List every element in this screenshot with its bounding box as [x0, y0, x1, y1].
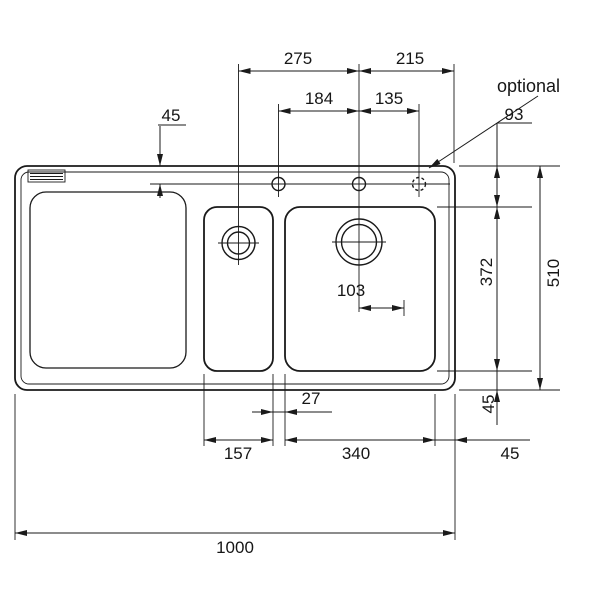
sink-rim-inner — [20, 171, 450, 385]
drainboard — [29, 191, 187, 369]
dimension-45-top: 45 — [157, 106, 186, 198]
dim-label-215: 215 — [396, 49, 424, 68]
dim-label-372: 372 — [477, 258, 496, 286]
extension-lines — [14, 64, 560, 540]
dim-label-275: 275 — [284, 49, 312, 68]
dimension-93: 93 — [494, 105, 532, 207]
dim-label-45-side: 45 — [501, 444, 520, 463]
optional-callout: optional — [428, 76, 560, 169]
optional-leader-line — [428, 95, 539, 169]
dim-label-93: 93 — [505, 105, 524, 124]
dim-label-1000: 1000 — [216, 538, 254, 557]
dim-label-184: 184 — [305, 89, 333, 108]
dim-label-135: 135 — [375, 89, 403, 108]
dim-label-103: 103 — [337, 281, 365, 300]
optional-label: optional — [497, 76, 560, 96]
dimension-45-side: 45 — [435, 437, 530, 463]
dimension-215: 215 — [359, 49, 454, 74]
dimension-157: 157 — [204, 437, 273, 463]
dimension-27: 27 — [252, 389, 332, 415]
dimension-45-front: 45 — [479, 371, 500, 425]
dimension-184: 184 — [278, 89, 359, 114]
dimension-135: 135 — [359, 89, 419, 114]
franke-logo — [27, 169, 66, 183]
large-bowl — [284, 206, 436, 372]
franke-logo-frame — [27, 169, 66, 183]
dim-label-45-top: 45 — [162, 106, 181, 125]
dimension-372: 372 — [477, 207, 500, 371]
sink-body — [14, 165, 456, 391]
dimension-1000: 1000 — [15, 530, 455, 557]
dimension-275: 275 — [238, 49, 359, 74]
dim-label-340: 340 — [342, 444, 370, 463]
dim-label-510: 510 — [544, 259, 563, 287]
sink-outline — [14, 165, 456, 391]
dimension-340: 340 — [285, 437, 435, 463]
dimension-103: 103 — [337, 281, 404, 311]
dim-label-45-front: 45 — [479, 395, 498, 414]
dim-label-157: 157 — [224, 444, 252, 463]
tap-holes-group — [150, 176, 450, 192]
dimension-510: 510 — [537, 166, 563, 390]
dim-label-27: 27 — [302, 389, 321, 408]
